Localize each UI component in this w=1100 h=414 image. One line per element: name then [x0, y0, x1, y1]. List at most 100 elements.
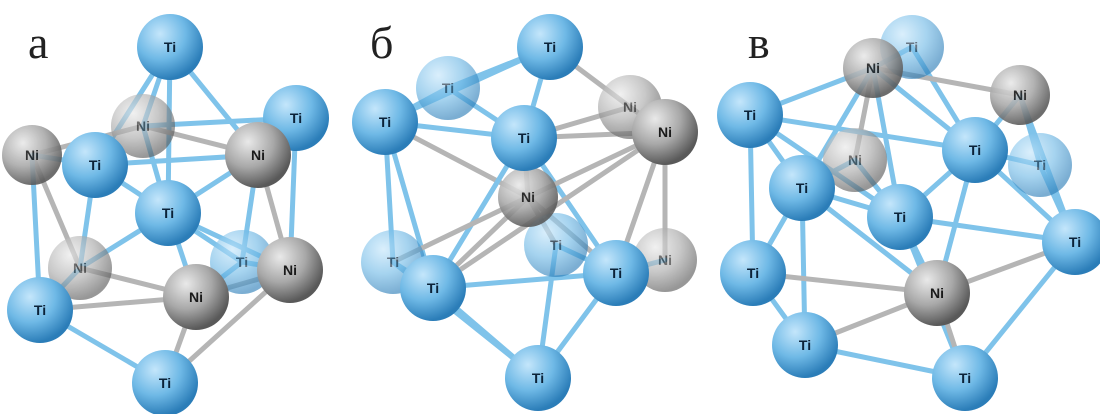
atom-label: Ti [799, 337, 811, 353]
atom-label: Ti [164, 39, 176, 55]
panel-label-c: в [748, 17, 770, 68]
atom-sphere [904, 260, 970, 326]
atom-label: Ni [136, 118, 150, 134]
ti-atom: Ti [1008, 133, 1072, 197]
ti-atom: Ti [583, 240, 649, 306]
atom-label: Ti [906, 39, 918, 55]
atom-sphere [257, 237, 323, 303]
atom-label: Ti [89, 157, 101, 173]
atom-sphere [491, 105, 557, 171]
atom-sphere [942, 117, 1008, 183]
ti-atom: Ti [867, 184, 933, 250]
atom-sphere [717, 82, 783, 148]
ti-atom: Ti [769, 155, 835, 221]
atom-sphere [62, 132, 128, 198]
atom-label: Ti [387, 254, 399, 270]
atom-label: Ti [796, 180, 808, 196]
atom-label: Ti [290, 110, 302, 126]
ni-atom: Ni [257, 237, 323, 303]
ti-atom: Ti [132, 350, 198, 414]
atom-sphere [7, 277, 73, 343]
atom-sphere [633, 228, 697, 292]
atom-sphere [1008, 133, 1072, 197]
atom-label: Ti [744, 107, 756, 123]
atom-sphere [517, 14, 583, 80]
ti-atom: Ti [352, 89, 418, 155]
atom-label: Ni [930, 285, 944, 301]
atom-label: Ti [550, 237, 562, 253]
atom-label: Ti [518, 130, 530, 146]
ti-atom: Ti [491, 105, 557, 171]
ni-atom: Ni [632, 99, 698, 165]
ti-atom: Ti [62, 132, 128, 198]
atom-label: Ti [1034, 157, 1046, 173]
atom-label: Ni [521, 189, 535, 205]
atom-label: Ti [969, 142, 981, 158]
atom-sphere [111, 94, 175, 158]
atom-label: Ni [658, 124, 672, 140]
ti-atom: Ti [720, 240, 786, 306]
atom-label: Ni [623, 99, 637, 115]
atom-label: Ti [236, 254, 248, 270]
ni-atom: Ni [48, 236, 112, 300]
atom-label: Ti [747, 265, 759, 281]
ni-atom: Ni [498, 167, 558, 227]
atom-sphere [416, 56, 480, 120]
atom-sphere [823, 128, 887, 192]
ti-atom: Ti [1042, 209, 1100, 275]
atom-label: Ni [73, 260, 87, 276]
ti-atom: Ti [942, 117, 1008, 183]
atom-sphere [632, 99, 698, 165]
atom-label: Ni [848, 152, 862, 168]
atom-label: Ti [959, 370, 971, 386]
atom-sphere [720, 240, 786, 306]
panel-label-b: б [370, 17, 393, 68]
atom-label: Ni [25, 147, 39, 163]
ti-atom: Ti [772, 312, 838, 378]
atom-sphere [48, 236, 112, 300]
atom-label: Ni [866, 60, 880, 76]
atom-sphere [1042, 209, 1100, 275]
atom-label: Ti [1069, 234, 1081, 250]
atom-sphere [163, 264, 229, 330]
atom-label: Ti [532, 370, 544, 386]
ni-atom: Ni [225, 122, 291, 188]
atom-sphere [225, 122, 291, 188]
ti-atom: Ti [517, 14, 583, 80]
atom-label: Ni [189, 289, 203, 305]
atom-sphere [524, 213, 588, 277]
atom-label: Ti [894, 209, 906, 225]
atom-label: Ti [162, 205, 174, 221]
atom-label: Ni [283, 262, 297, 278]
atom-sphere [132, 350, 198, 414]
atom-sphere [135, 180, 201, 246]
atom-label: Ni [1013, 87, 1027, 103]
atom-sphere [843, 38, 903, 98]
atom-label: Ti [379, 114, 391, 130]
ni-atom: Ni [843, 38, 903, 98]
atom-sphere [2, 125, 62, 185]
ti-atom: Ti [932, 345, 998, 411]
atom-sphere [932, 345, 998, 411]
atom-label: Ti [610, 265, 622, 281]
ni-atom: Ni [111, 94, 175, 158]
ti-atom: Ti [7, 277, 73, 343]
atom-label: Ti [544, 39, 556, 55]
ni-atom: Ni [2, 125, 62, 185]
atom-label: Ti [427, 280, 439, 296]
ti-atom: Ti [524, 213, 588, 277]
ti-atom: Ti [137, 14, 203, 80]
ti-atom: Ti [135, 180, 201, 246]
atom-sphere [583, 240, 649, 306]
atom-sphere [867, 184, 933, 250]
atom-sphere [400, 255, 466, 321]
atom-label: Ti [442, 80, 454, 96]
atom-label: Ti [159, 375, 171, 391]
ni-atom: Ni [633, 228, 697, 292]
atom-sphere [772, 312, 838, 378]
atom-label: Ti [34, 302, 46, 318]
panel-label-a: а [28, 17, 48, 68]
